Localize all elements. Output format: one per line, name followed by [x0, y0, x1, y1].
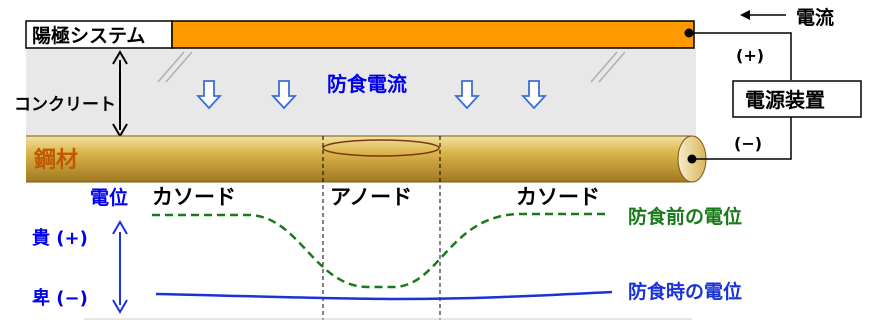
circuit-wires — [694, 32, 792, 160]
steel-bar — [26, 136, 692, 182]
concrete-hatch-right — [590, 51, 626, 83]
current-label: 電流 — [796, 6, 834, 29]
current-arrow-4 — [520, 80, 548, 110]
current-arrow-2 — [270, 80, 298, 110]
power-supply-box — [732, 80, 862, 118]
anode-terminal — [684, 28, 694, 38]
potential-axis-label: 電位 — [90, 186, 128, 209]
steel-terminal — [687, 154, 697, 164]
minus-terminal-label: (−) — [734, 134, 762, 153]
anode-section-outline — [322, 139, 440, 157]
cathode-right-label: カソード — [516, 185, 600, 209]
base-label: 卑 (−) — [32, 287, 88, 309]
current-arrow-3 — [453, 80, 481, 110]
noble-label: 貴 (+) — [32, 227, 88, 249]
potential-during-curve — [155, 290, 613, 301]
concrete-hatch-left — [157, 51, 193, 83]
anode-system-label-box — [25, 20, 173, 49]
protection-current-label: 防食電流 — [327, 72, 407, 96]
power-supply-label: 電源装置 — [745, 88, 825, 112]
anode-system-bar — [171, 20, 695, 49]
anode-label: アノード — [330, 185, 412, 209]
current-arrows — [195, 80, 548, 110]
anode-system-label: 陽極システム — [32, 24, 145, 47]
cathode-left-label: カソード — [152, 185, 236, 209]
potential-during-label: 防食時の電位 — [628, 280, 742, 303]
potential-before-curve — [152, 212, 608, 289]
concrete-label: コンクリート — [14, 95, 116, 115]
current-arrow-1 — [195, 80, 223, 110]
steel-label: 鋼材 — [33, 147, 78, 173]
potential-before-label: 防食前の電位 — [628, 205, 742, 228]
anode-region-boundaries — [322, 136, 441, 320]
plus-terminal-label: (+) — [736, 46, 764, 65]
